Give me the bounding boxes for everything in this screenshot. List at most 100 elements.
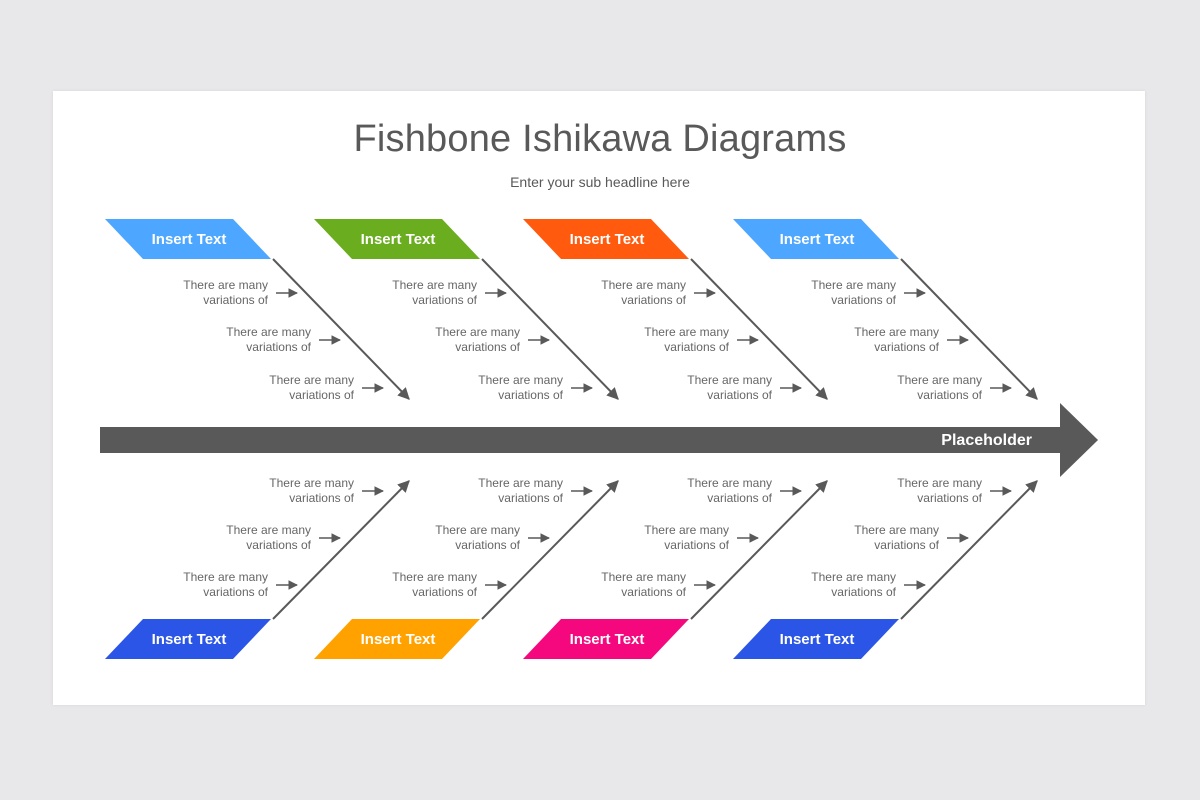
sub-cause-line: variations of — [455, 340, 520, 354]
bottom-category-label: Insert Text — [152, 631, 227, 648]
sub-cause-line: variations of — [246, 538, 311, 552]
page-subtitle: Enter your sub headline here — [510, 174, 690, 190]
sub-cause-line: There are many — [435, 325, 520, 339]
sub-cause-line: variations of — [203, 293, 268, 307]
bottom-category-label: Insert Text — [570, 631, 645, 648]
sub-cause-line: variations of — [621, 585, 686, 599]
sub-cause-line: variations of — [455, 538, 520, 552]
sub-cause-line: There are many — [478, 476, 563, 490]
sub-cause-line: variations of — [831, 293, 896, 307]
top-bone-line — [272, 258, 410, 400]
sub-cause-line: There are many — [687, 476, 772, 490]
bottom-category-box — [733, 619, 899, 659]
sub-cause-line: There are many — [435, 523, 520, 537]
top-category-label: Insert Text — [780, 231, 855, 248]
sub-cause-line: variations of — [412, 293, 477, 307]
sub-cause-line: variations of — [498, 388, 563, 402]
sub-cause-line: variations of — [707, 491, 772, 505]
top-category-box — [523, 219, 689, 259]
top-bone-line — [690, 258, 828, 400]
sub-cause-line: variations of — [874, 538, 939, 552]
bottom-category-label: Insert Text — [780, 631, 855, 648]
sub-cause-line: There are many — [854, 325, 939, 339]
top-category-box — [314, 219, 480, 259]
top-category-box — [105, 219, 271, 259]
sub-cause-line: variations of — [203, 585, 268, 599]
sub-cause-line: There are many — [392, 278, 477, 292]
sub-cause-line: variations of — [246, 340, 311, 354]
bottom-bone-line — [690, 480, 828, 620]
sub-cause-line: variations of — [664, 538, 729, 552]
spine-arrowhead — [1060, 403, 1098, 477]
sub-cause-line: variations of — [874, 340, 939, 354]
bottom-bone-line — [272, 480, 410, 620]
sub-cause-line: variations of — [621, 293, 686, 307]
spine-bar — [100, 427, 1062, 453]
sub-cause-line: variations of — [917, 491, 982, 505]
bottom-category-label: Insert Text — [361, 631, 436, 648]
sub-cause-line: There are many — [601, 570, 686, 584]
sub-cause-line: variations of — [831, 585, 896, 599]
bottom-bone-line — [481, 480, 619, 620]
sub-cause-line: There are many — [183, 278, 268, 292]
sub-cause-line: There are many — [811, 278, 896, 292]
sub-cause-line: There are many — [269, 373, 354, 387]
sub-cause-line: There are many — [854, 523, 939, 537]
sub-cause-line: variations of — [412, 585, 477, 599]
sub-cause-line: There are many — [644, 325, 729, 339]
sub-cause-line: There are many — [392, 570, 477, 584]
slide-canvas — [53, 91, 1145, 705]
sub-cause-line: variations of — [289, 491, 354, 505]
sub-cause-line: There are many — [897, 476, 982, 490]
top-bone-line — [481, 258, 619, 400]
sub-cause-line: There are many — [226, 325, 311, 339]
sub-cause-line: variations of — [498, 491, 563, 505]
top-category-label: Insert Text — [570, 231, 645, 248]
sub-cause-line: There are many — [601, 278, 686, 292]
top-category-box — [733, 219, 899, 259]
sub-cause-line: variations of — [917, 388, 982, 402]
sub-cause-line: There are many — [226, 523, 311, 537]
spine-label: Placeholder — [941, 432, 1032, 449]
top-bone-line — [900, 258, 1038, 400]
bottom-category-box — [523, 619, 689, 659]
sub-cause-line: There are many — [897, 373, 982, 387]
sub-cause-line: There are many — [687, 373, 772, 387]
bottom-category-box — [314, 619, 480, 659]
sub-cause-line: variations of — [664, 340, 729, 354]
page-title: Fishbone Ishikawa Diagrams — [353, 118, 847, 160]
sub-cause-line: There are many — [811, 570, 896, 584]
sub-cause-line: There are many — [269, 476, 354, 490]
bottom-bone-line — [900, 480, 1038, 620]
sub-cause-line: variations of — [289, 388, 354, 402]
sub-cause-line: There are many — [183, 570, 268, 584]
bottom-category-box — [105, 619, 271, 659]
sub-cause-line: There are many — [478, 373, 563, 387]
top-category-label: Insert Text — [152, 231, 227, 248]
